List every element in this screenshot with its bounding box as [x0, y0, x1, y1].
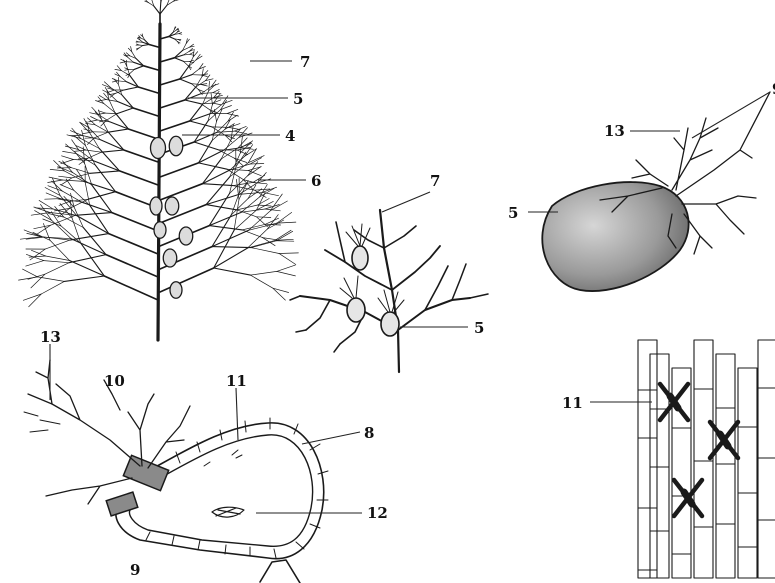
label-12: 12 — [367, 504, 388, 522]
plant-shoot-drawing — [19, 0, 299, 340]
label-13-bladder: 13 — [604, 122, 625, 140]
bladder — [165, 197, 179, 215]
bladder — [352, 246, 368, 270]
leaf-segment-drawing — [290, 210, 488, 372]
bladder-wall-inner — [130, 435, 313, 546]
labels: 7 5 4 6 7 5 13 9 5 13 10 11 8 12 9 11 — [40, 53, 775, 579]
label-8: 8 — [364, 424, 374, 442]
label-10: 10 — [104, 372, 125, 390]
label-5-bladder: 5 — [508, 204, 518, 222]
bladder — [151, 138, 166, 159]
label-9-section: 9 — [130, 561, 140, 579]
trap-threshold — [106, 492, 138, 516]
label-6: 6 — [311, 172, 321, 190]
bladder — [150, 197, 162, 215]
label-7-upper: 7 — [300, 53, 310, 71]
bladder — [163, 249, 177, 267]
bladder — [347, 298, 365, 322]
trap-door — [123, 455, 168, 490]
label-5-leaf: 5 — [474, 319, 484, 337]
label-13-section: 13 — [40, 328, 61, 346]
bladder — [179, 227, 193, 245]
label-4: 4 — [285, 127, 295, 145]
label-11-cells: 11 — [562, 394, 583, 412]
label-5-upper: 5 — [293, 90, 303, 108]
bladder-section-drawing — [24, 360, 328, 583]
bladder — [170, 282, 182, 299]
label-7-leaf: 7 — [430, 172, 440, 190]
bladder — [169, 136, 183, 156]
bladder — [154, 222, 166, 239]
cell-tissue-drawing — [638, 340, 775, 578]
bladder — [381, 312, 399, 336]
label-11-section: 11 — [226, 372, 247, 390]
bladder-detail-drawing — [542, 92, 770, 291]
